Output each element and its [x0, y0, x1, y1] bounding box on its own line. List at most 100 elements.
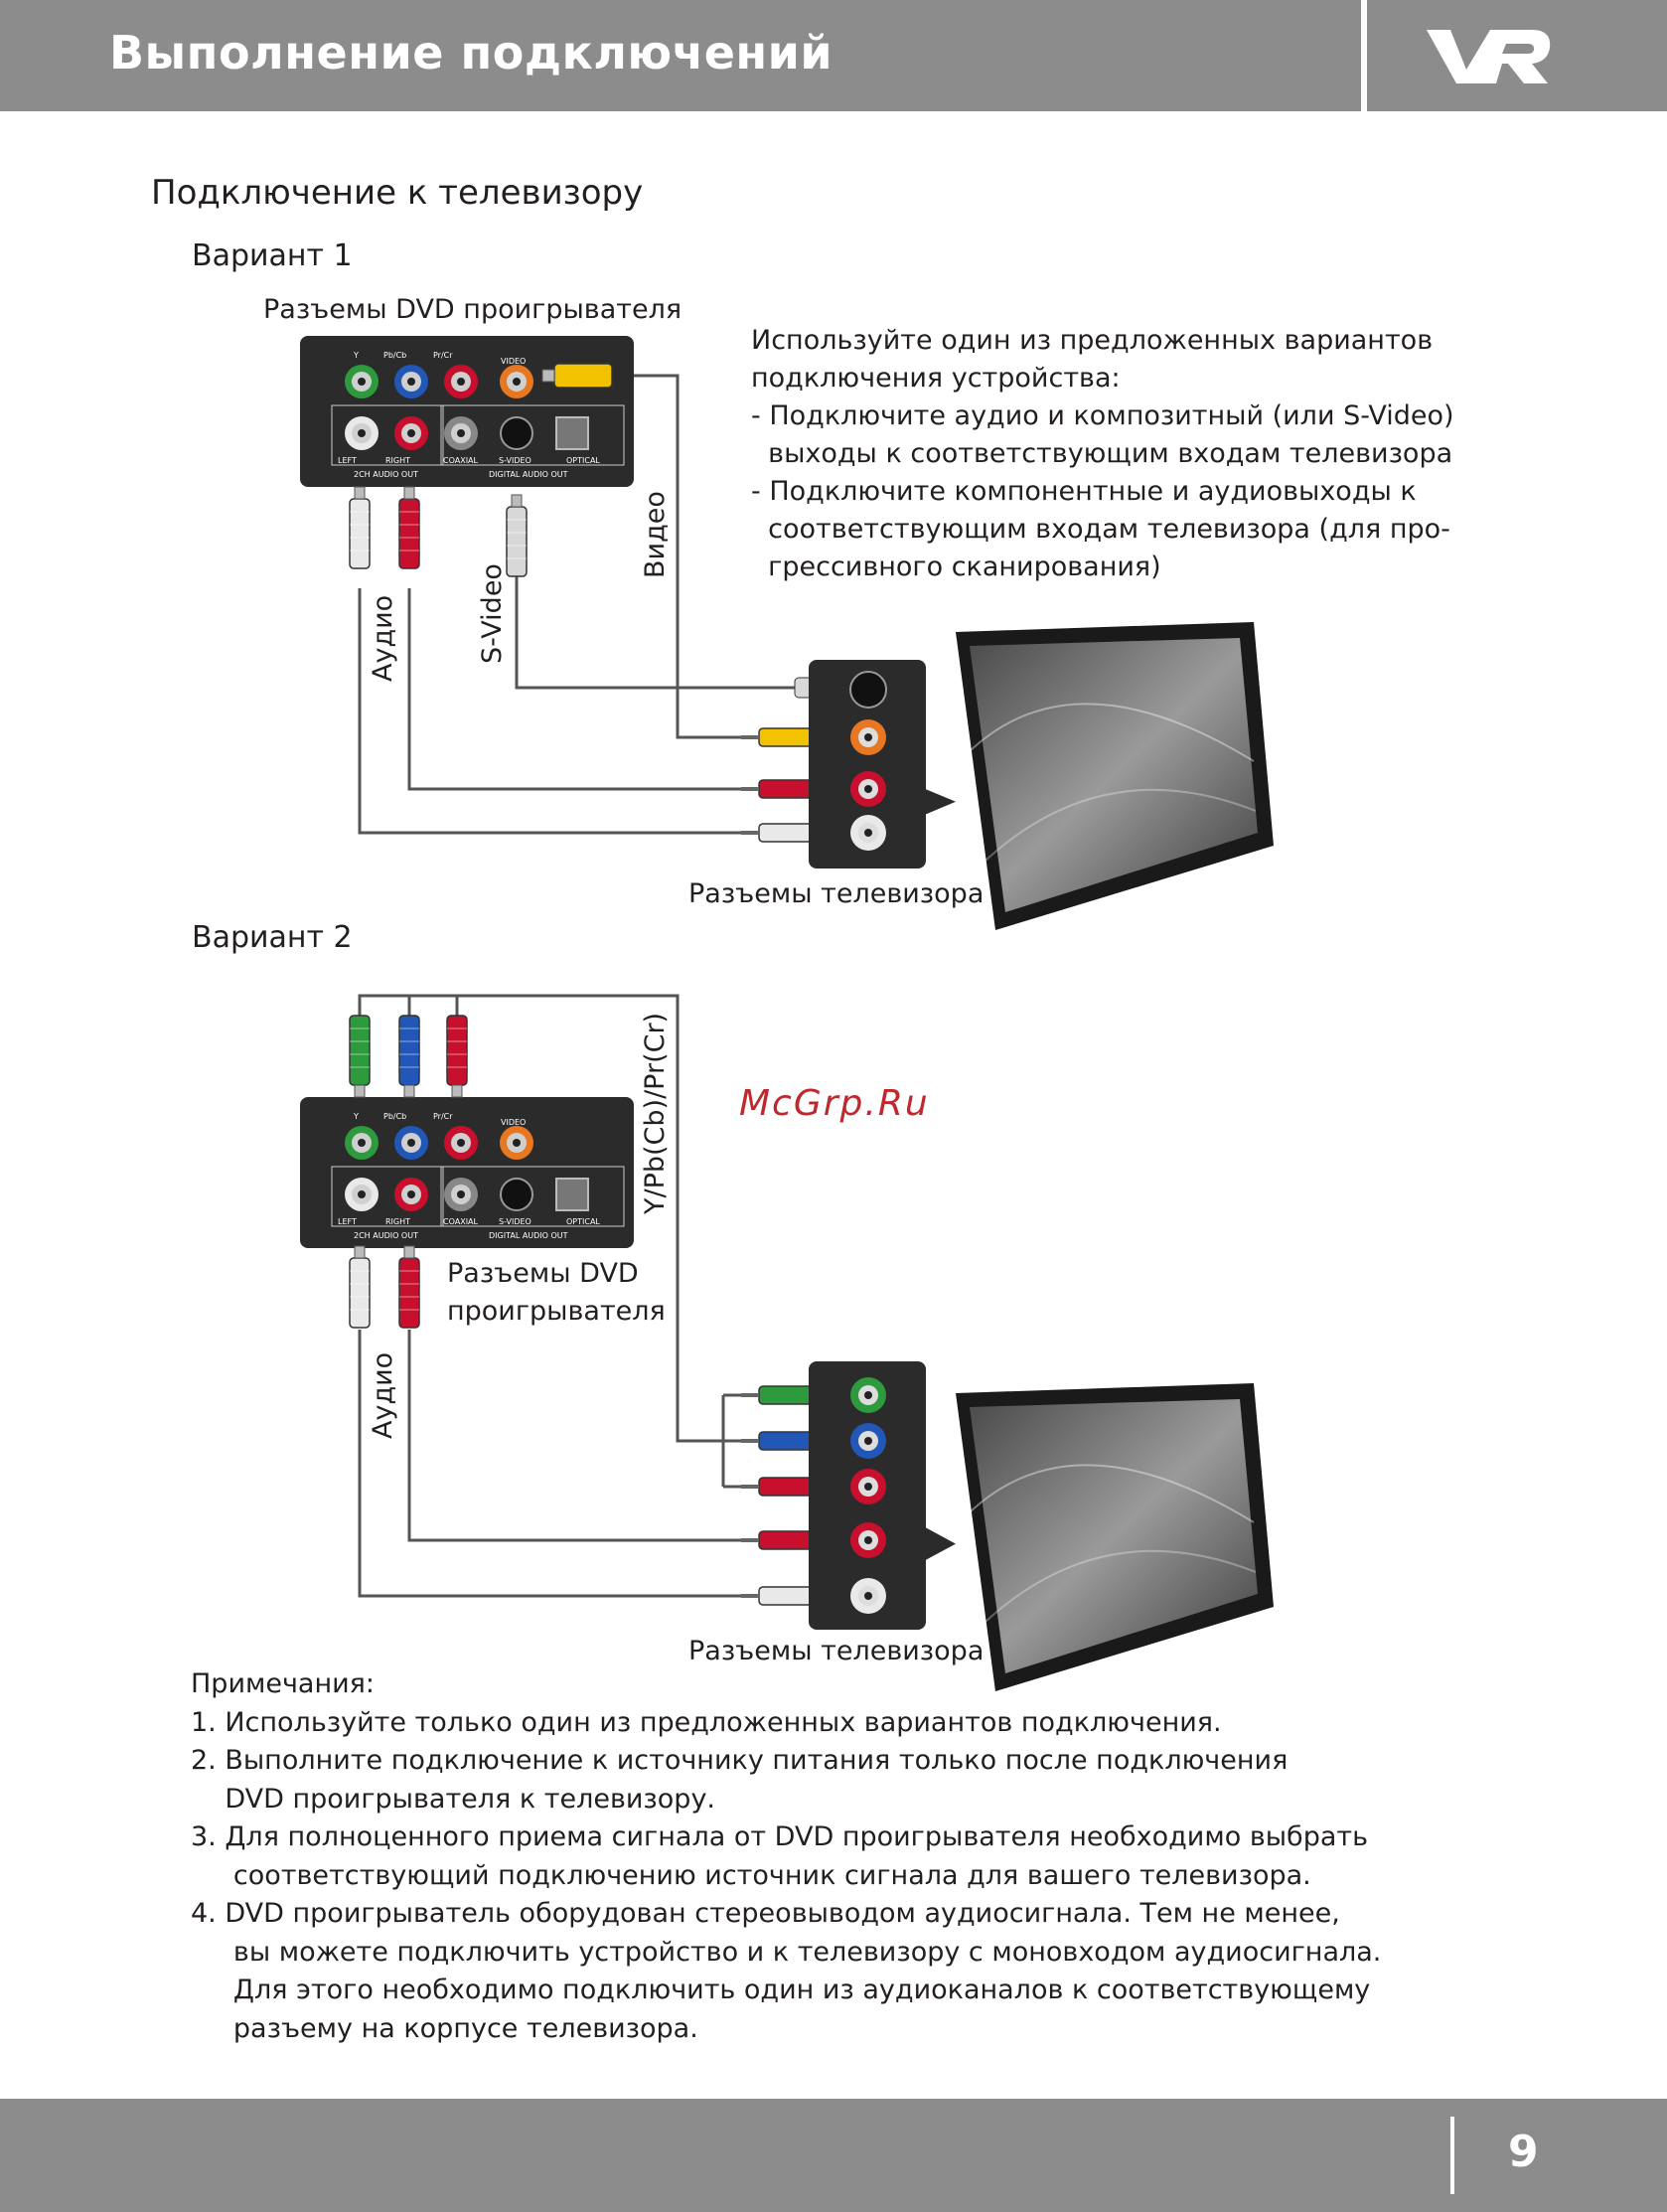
jack-pin	[407, 378, 415, 386]
tv-panel-pointer	[926, 1527, 956, 1560]
label-coaxial: COAXIAL	[443, 1217, 479, 1226]
variant2-tv-label: Разъемы телевизора	[688, 1636, 985, 1666]
tv-illustration	[956, 622, 1274, 930]
tv-panel-pointer	[926, 789, 956, 815]
label-y: Y	[353, 351, 359, 360]
instruction-line: Используйте один из предложенных вариант…	[751, 325, 1434, 356]
page-footer	[0, 2099, 1667, 2212]
tv-reflection	[985, 1549, 1257, 1623]
plug-tip	[403, 486, 415, 500]
variant1-instructions: Используйте один из предложенных вариант…	[751, 322, 1454, 586]
label-coaxial: COAXIAL	[443, 456, 479, 465]
watermark: McGrp.Ru	[739, 1083, 930, 1124]
cable-audio-right-2	[407, 1330, 755, 1542]
video-plug-tip	[541, 369, 555, 383]
tv-screen	[970, 638, 1258, 912]
variant2-dvd-label-line2: проигрывателя	[447, 1296, 666, 1327]
plug-tip	[354, 1245, 366, 1259]
label-svideo: S-VIDEO	[499, 456, 531, 465]
jack-pin	[513, 1139, 521, 1147]
svideo-jack	[500, 1178, 533, 1211]
dvd-panel-body	[300, 1097, 634, 1248]
header-title: Выполнение подключений	[109, 26, 834, 79]
label-right: RIGHT	[385, 1217, 410, 1226]
tv-reflection	[985, 788, 1257, 862]
note-line: 3. Для полноценного приема сигнала от DV…	[191, 1821, 1369, 1852]
plug-body	[349, 1015, 371, 1086]
tv-reflection	[969, 1464, 1255, 1523]
rca-plug	[349, 1015, 371, 1098]
cable-audio-left	[358, 588, 755, 835]
label-pb: Pb/Cb	[383, 1112, 406, 1121]
jack-pin	[358, 378, 366, 386]
cable-audio-left-2	[358, 1330, 755, 1598]
cable-component-trunk	[457, 994, 723, 1443]
instruction-line: подключения устройства:	[751, 363, 1121, 394]
note-line: 1. Используйте только один из предложенн…	[191, 1706, 1222, 1738]
jack-pin	[864, 1592, 872, 1600]
vr-logo	[1421, 12, 1560, 105]
label-optical: OPTICAL	[566, 1217, 600, 1226]
tv-screen	[970, 1399, 1258, 1673]
rca-plug	[741, 823, 834, 843]
cable-svideo	[515, 537, 795, 690]
audio-group-frame	[331, 404, 444, 466]
jack-pin	[358, 1190, 366, 1198]
note-line: 4. DVD проигрыватель оборудован стереовы…	[191, 1898, 1340, 1929]
label-pr: Pr/Cr	[433, 351, 453, 360]
plug-body	[398, 1015, 420, 1086]
notes-block: Примечания: 1. Используйте только один и…	[191, 1665, 1381, 2048]
rca-plug	[398, 1245, 420, 1329]
svideo-jack	[849, 671, 887, 709]
rca-plug	[741, 1385, 834, 1405]
rca-plug	[349, 1245, 371, 1329]
footer-separator	[1450, 2117, 1454, 2194]
plug-body	[398, 498, 420, 569]
video-plug	[553, 363, 613, 389]
rca-plug	[446, 1015, 468, 1098]
plug-tip	[354, 486, 366, 500]
tv-input-panel	[809, 1361, 956, 1630]
instruction-line: выходы к соответствующим входам телевизо…	[751, 438, 1453, 469]
tv-panel-body	[809, 660, 926, 869]
label-audio-out: 2CH AUDIO OUT	[354, 470, 418, 479]
label-pb: Pb/Cb	[383, 351, 406, 360]
note-line: Для этого необходимо подключить один из …	[191, 1975, 1371, 2005]
header-separator	[1361, 0, 1367, 111]
variant1-dvd-label: Разъемы DVD проигрывателя	[263, 294, 682, 325]
instruction-line: - Подключите компонентные и аудиовыходы …	[751, 476, 1417, 507]
note-line: 2. Выполните подключение к источнику пит…	[191, 1745, 1288, 1776]
jack-pin	[864, 1391, 872, 1399]
plug-body	[349, 1257, 371, 1329]
label-left: LEFT	[338, 1217, 357, 1226]
plug-body	[349, 498, 371, 569]
rca-plug	[741, 1530, 834, 1550]
jack-pin	[457, 1139, 465, 1147]
rca-plug	[398, 1015, 420, 1098]
jack-pin	[407, 429, 415, 437]
jack-pin	[513, 378, 521, 386]
instruction-line: - Подключите аудио и композитный (или S-…	[751, 400, 1454, 431]
variant1-title: Вариант 1	[192, 238, 353, 273]
note-line: вы можете подключить устройство и к теле…	[191, 1936, 1382, 1968]
digital-group-frame	[440, 404, 625, 466]
notes-title: Примечания:	[191, 1668, 376, 1699]
label-pr: Pr/Cr	[433, 1112, 453, 1121]
jack-pin	[864, 785, 872, 793]
label-audio-out: 2CH AUDIO OUT	[354, 1231, 418, 1240]
tv-illustration	[956, 1383, 1274, 1691]
rca-plug	[349, 486, 371, 569]
label-video: VIDEO	[501, 1118, 526, 1127]
label-digital-out: DIGITAL AUDIO OUT	[489, 470, 568, 479]
plug-tip	[403, 1245, 415, 1259]
optical-jack	[555, 416, 589, 450]
instruction-line: грессивного сканирования)	[751, 552, 1161, 582]
jack-pin	[864, 1536, 872, 1544]
variant1-tv-label: Разъемы телевизора	[688, 878, 985, 909]
jack-pin	[864, 733, 872, 741]
svideo-jack	[500, 416, 533, 450]
plug-body	[446, 1015, 468, 1086]
plug-body	[398, 1257, 420, 1329]
